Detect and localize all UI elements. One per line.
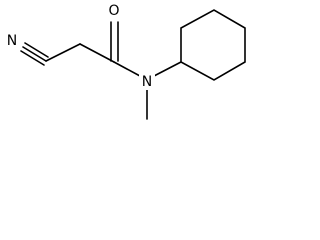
structure-diagram: N O N xyxy=(4,2,246,120)
triple-bond-line-2 xyxy=(20,50,45,66)
cyclohexane-ring xyxy=(180,9,246,81)
bond-cn-carbon-to-ch2 xyxy=(45,43,81,62)
atom-label-carbonyl-o: O xyxy=(108,3,119,19)
atom-nitrile-n: N xyxy=(4,32,20,49)
bond-carbonyl-to-amide-n xyxy=(113,61,141,77)
nitrile-triple-bond xyxy=(20,42,49,66)
bond-n-to-cyclohexyl xyxy=(153,61,182,77)
atom-carbonyl-o: O xyxy=(106,2,123,20)
triple-bond-line-3 xyxy=(24,42,49,58)
carbonyl-double-bond xyxy=(110,21,119,62)
triple-bond-line-1 xyxy=(22,46,47,62)
atom-label-nitrile-n: N xyxy=(7,33,17,49)
bond-ch2-to-carbonyl xyxy=(79,43,115,63)
atom-label-amide-n: N xyxy=(142,74,152,90)
atom-amide-n: N xyxy=(139,73,155,90)
